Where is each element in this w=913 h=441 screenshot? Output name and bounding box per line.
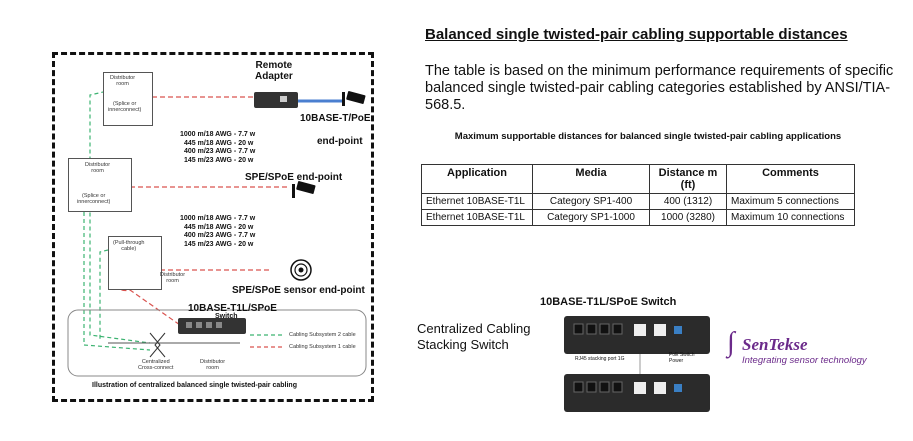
cable-2-legend: Cabling Subsystem 2 cable xyxy=(289,332,356,338)
switch-label-2: Switch xyxy=(215,313,238,320)
green-cable-2 xyxy=(83,170,151,351)
cell: Ethernet 10BASE-T1L xyxy=(421,193,533,210)
cable-1-legend: Cabling Subsystem 1 cable xyxy=(289,344,356,350)
cell: 1000 (3280) xyxy=(649,209,727,226)
camera-icon-2 xyxy=(292,181,316,198)
green-cable-3 xyxy=(99,249,109,340)
distributor-room-2 xyxy=(68,158,132,212)
diagram-frame xyxy=(52,52,374,402)
cross-connect-label: Centralized Cross-connect xyxy=(138,359,174,371)
table-header-row: Application Media Distance m (ft) Commen… xyxy=(421,164,855,194)
room-4-label: Distributor room xyxy=(200,359,226,371)
logo-name: SenTekse xyxy=(742,335,808,354)
header-comments: Comments xyxy=(726,164,855,194)
cell: Maximum 5 connections xyxy=(726,193,855,210)
header-media: Media xyxy=(532,164,650,194)
cell: Category SP1-1000 xyxy=(532,209,650,226)
camera-icon-1 xyxy=(342,91,366,106)
distance-line: 400 m/23 AWG - 7.7 w xyxy=(184,232,256,239)
room-2-sub: (Splice or innerconnect) xyxy=(77,193,111,205)
table-row: Ethernet 10BASE-T1L Category SP1-1000 10… xyxy=(421,209,855,226)
green-cable-1 xyxy=(89,89,151,344)
distance-line: 445 m/18 AWG - 20 w xyxy=(184,223,254,231)
sensor-icon xyxy=(290,259,312,281)
intro-paragraph: The table is based on the minimum perfor… xyxy=(425,63,894,113)
room-1-sub: (Splice or innerconnect) xyxy=(108,101,142,113)
cell: Ethernet 10BASE-T1L xyxy=(421,209,533,226)
switch-title: 10BASE-T1L/SPoE Switch xyxy=(540,296,677,308)
distance-line: 445 m/18 AWG - 20 w xyxy=(184,139,254,147)
distance-line: 145 m/23 AWG - 20 w xyxy=(184,240,254,248)
room-3-sub: (Pull-through cable) xyxy=(113,240,145,252)
distance-line: 1000 m/18 AWG - 7.7 w xyxy=(180,215,256,222)
stacked-switch-image xyxy=(564,316,710,412)
table-title: Maximum supportable distances for balanc… xyxy=(454,131,842,142)
room-3-title: Distributor room xyxy=(160,272,186,284)
header-application: Application xyxy=(421,164,533,194)
room-2-title: Distributor room xyxy=(85,162,111,174)
remote-adapter-label: Remote Adapter xyxy=(255,60,293,82)
endpoint-1-label: 10BASE-T/PoE xyxy=(300,113,371,124)
cell: Category SP1-400 xyxy=(532,193,650,210)
stacking-switch-label: Centralized Cabling Stacking Switch xyxy=(417,321,531,352)
endpoint-1b-label: end-point xyxy=(317,136,363,147)
distributor-room-1 xyxy=(103,72,153,126)
logo-mark-icon: ∫ xyxy=(727,327,735,358)
distance-table: Application Media Distance m (ft) Commen… xyxy=(421,164,855,226)
distances-block-1: 1000 m/18 AWG - 7.7 w 445 m/18 AWG - 20 … xyxy=(180,131,255,165)
distance-line: 145 m/23 AWG - 20 w xyxy=(184,156,254,164)
switch-label: 10BASE-T1L/SPoE xyxy=(188,303,277,314)
cell: Maximum 10 connections xyxy=(726,209,855,226)
distance-line: 1000 m/18 AWG - 7.7 w xyxy=(180,131,256,138)
endpoint-3-label: SPE/SPoE sensor end-point xyxy=(232,285,365,296)
cell: 400 (1312) xyxy=(649,193,727,210)
logo-tagline: Integrating sensor technology xyxy=(742,355,867,366)
remote-adapter-device xyxy=(254,92,298,108)
table-row: Ethernet 10BASE-T1L Category SP1-400 400… xyxy=(421,193,855,210)
diagram-caption: Illustration of centralized balanced sin… xyxy=(92,382,297,389)
distributor-room-3 xyxy=(108,236,162,290)
distances-block-2: 1000 m/18 AWG - 7.7 w 445 m/18 AWG - 20 … xyxy=(180,215,255,249)
endpoint-2-label: SPE/SPoE end-point xyxy=(245,172,343,183)
page-heading: Balanced single twisted-pair cabling sup… xyxy=(425,26,848,43)
rj45-label: RJ45 stacking port 1G xyxy=(575,356,625,362)
poe-label: PoE Switch Power xyxy=(669,352,695,364)
room-1-title: Distributor room xyxy=(110,75,136,87)
header-distance: Distance m (ft) xyxy=(649,164,727,194)
distance-line: 400 m/23 AWG - 7.7 w xyxy=(184,148,256,155)
